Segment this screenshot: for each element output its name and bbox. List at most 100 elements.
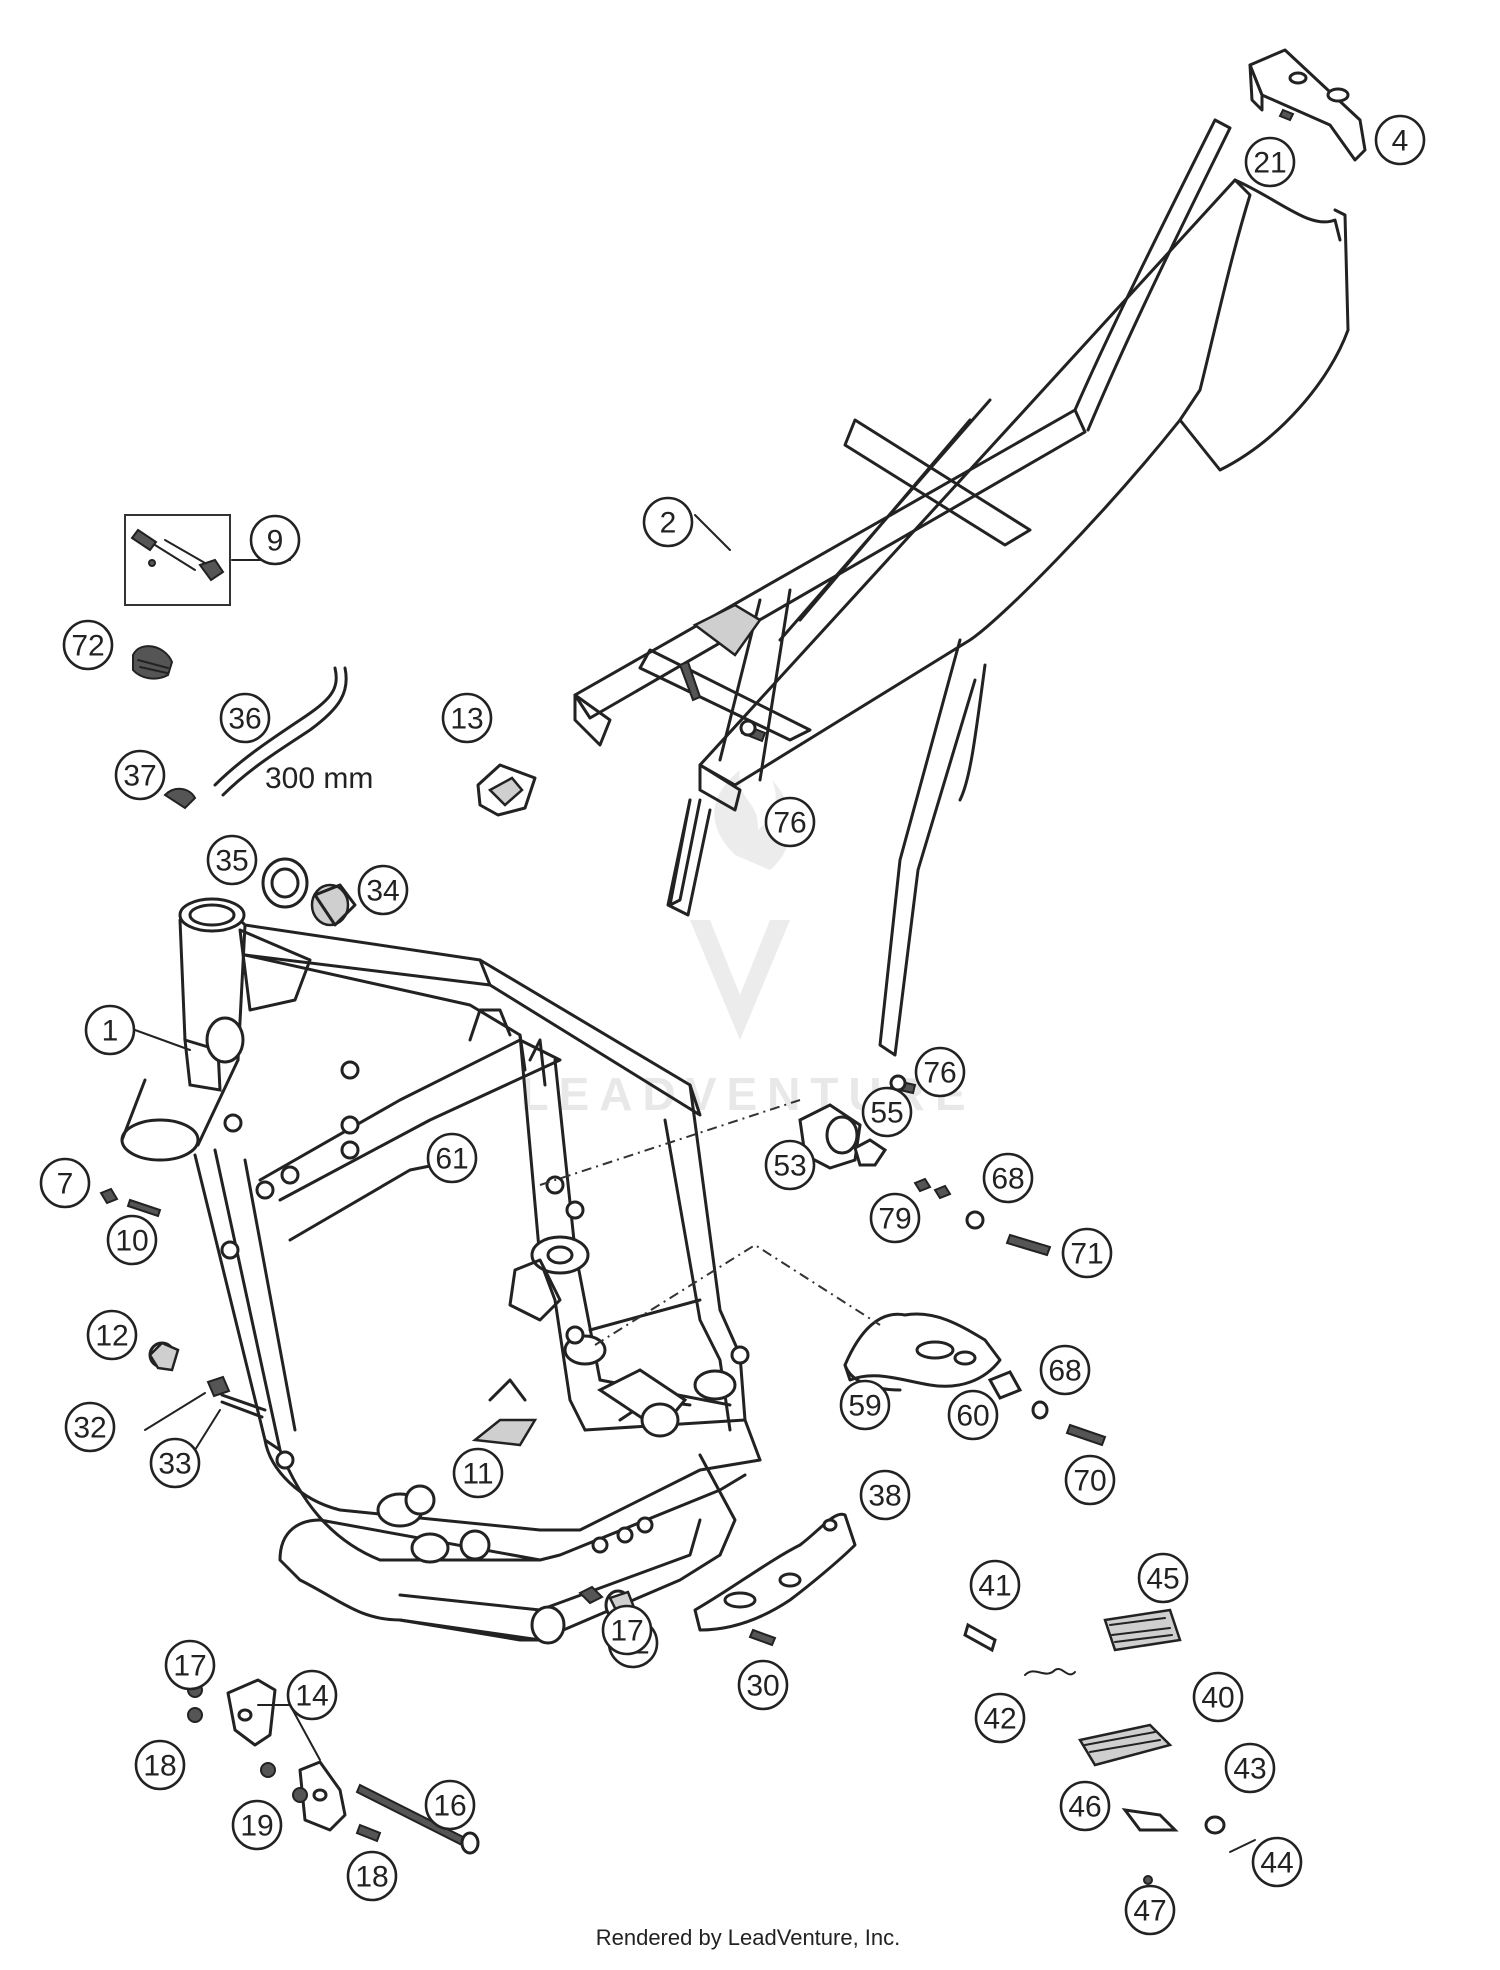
- rubber-buffer: [476, 763, 537, 817]
- callout-circle: [601, 1604, 653, 1656]
- callout-circle: [1244, 136, 1296, 188]
- rear-bracket: [1248, 48, 1367, 162]
- callout-number: 61: [435, 1143, 468, 1176]
- callout-circle: [249, 514, 301, 566]
- callout-circle: [441, 692, 493, 744]
- callout-number: 19: [240, 1810, 273, 1843]
- callout-number: 38: [868, 1480, 901, 1513]
- callout-number: 30: [746, 1670, 779, 1703]
- callout-number: 35: [215, 845, 248, 878]
- callout-68: 68: [982, 1152, 1034, 1204]
- callout-number: 70: [1073, 1465, 1106, 1498]
- hose-clip: [163, 787, 197, 810]
- callout-circle: [839, 1379, 891, 1431]
- callout-79: 79: [869, 1192, 921, 1244]
- spacer-60-68-70: [987, 1370, 1107, 1447]
- callout-41: 41: [969, 1559, 1021, 1611]
- callout-4: 4: [1374, 114, 1426, 166]
- callout-34: 34: [357, 864, 409, 916]
- lock-set: [124, 514, 231, 606]
- callout-circle: [764, 796, 816, 848]
- dashed-lines: [539, 1099, 881, 1346]
- cap: [310, 883, 357, 927]
- callout-number: 43: [1233, 1753, 1266, 1786]
- callout-circle: [1124, 1884, 1176, 1936]
- bolt-30: [748, 1628, 777, 1647]
- callout-number: 18: [143, 1750, 176, 1783]
- callout-number: 46: [1068, 1791, 1101, 1824]
- callout-number: 41: [978, 1570, 1011, 1603]
- callout-76: 76: [914, 1046, 966, 1098]
- callout-circle: [164, 1639, 216, 1691]
- callout-circle: [452, 1447, 504, 1499]
- callout-circle: [1064, 1454, 1116, 1506]
- callout-layer: 1247910111212131416171718181921303233343…: [39, 114, 1426, 1936]
- bushings-11: [404, 1484, 491, 1561]
- callout-17: 17: [601, 1604, 653, 1656]
- hose-length-label: 300 mm: [265, 762, 373, 795]
- callout-number: 55: [870, 1097, 903, 1130]
- callout-72: 72: [62, 619, 114, 671]
- callout-18: 18: [346, 1850, 398, 1902]
- callout-circle: [134, 1739, 186, 1791]
- callout-2: 2: [642, 496, 694, 548]
- callout-40: 40: [1192, 1671, 1244, 1723]
- callout-number: 2: [660, 507, 677, 540]
- callout-number: 42: [983, 1703, 1016, 1736]
- callout-circle: [346, 1850, 398, 1902]
- callout-circle: [1251, 1836, 1303, 1888]
- callout-circle: [426, 1132, 478, 1184]
- callout-circle: [642, 496, 694, 548]
- callout-circle: [982, 1152, 1034, 1204]
- callout-number: 12: [95, 1320, 128, 1353]
- bolt-nut-7-10: [99, 1187, 162, 1218]
- callout-9: 9: [249, 514, 301, 566]
- main-frame: [120, 897, 762, 1645]
- rear-subframe: [573, 118, 1350, 1095]
- callout-circle: [206, 834, 258, 886]
- callout-circle: [764, 1139, 816, 1191]
- callout-number: 10: [115, 1225, 148, 1258]
- callout-circle: [1224, 1742, 1276, 1794]
- callout-60: 60: [947, 1389, 999, 1441]
- callout-circle: [149, 1437, 201, 1489]
- callout-45: 45: [1137, 1552, 1189, 1604]
- callout-number: 76: [923, 1057, 956, 1090]
- callout-circle: [64, 1401, 116, 1453]
- callout-number: 79: [878, 1203, 911, 1236]
- callout-number: 33: [158, 1448, 191, 1481]
- engine-mount-53-55: [798, 1103, 888, 1170]
- callout-number: 71: [1070, 1238, 1103, 1271]
- callout-32: 32: [64, 1401, 116, 1453]
- callout-circle: [1061, 1227, 1113, 1279]
- callout-43: 43: [1224, 1742, 1276, 1794]
- callout-36: 36: [219, 692, 271, 744]
- callout-number: 1: [102, 1015, 119, 1048]
- callout-71: 71: [1061, 1227, 1113, 1279]
- callout-circle: [219, 692, 271, 744]
- callout-number: 40: [1201, 1682, 1234, 1715]
- callout-1: 1: [84, 1004, 136, 1056]
- callout-number: 21: [1253, 147, 1286, 180]
- callout-number: 14: [295, 1680, 328, 1713]
- callout-12: 12: [86, 1309, 138, 1361]
- callout-circle: [869, 1192, 921, 1244]
- footrest-bracket: [843, 1312, 1002, 1392]
- callout-circle: [947, 1389, 999, 1441]
- callout-circle: [84, 1004, 136, 1056]
- callout-61: 61: [426, 1132, 478, 1184]
- callout-number: 4: [1392, 125, 1409, 158]
- callout-76: 76: [764, 796, 816, 848]
- callout-17: 17: [164, 1639, 216, 1691]
- callout-13: 13: [441, 692, 493, 744]
- callout-7: 7: [39, 1157, 91, 1209]
- callout-circle: [39, 1157, 91, 1209]
- callout-circle: [424, 1779, 476, 1831]
- callout-number: 34: [366, 875, 399, 908]
- callout-70: 70: [1064, 1454, 1116, 1506]
- callout-10: 10: [106, 1214, 158, 1266]
- callout-55: 55: [861, 1086, 913, 1138]
- callout-number: 17: [173, 1650, 206, 1683]
- callout-number: 59: [848, 1390, 881, 1423]
- grommet: [132, 645, 174, 680]
